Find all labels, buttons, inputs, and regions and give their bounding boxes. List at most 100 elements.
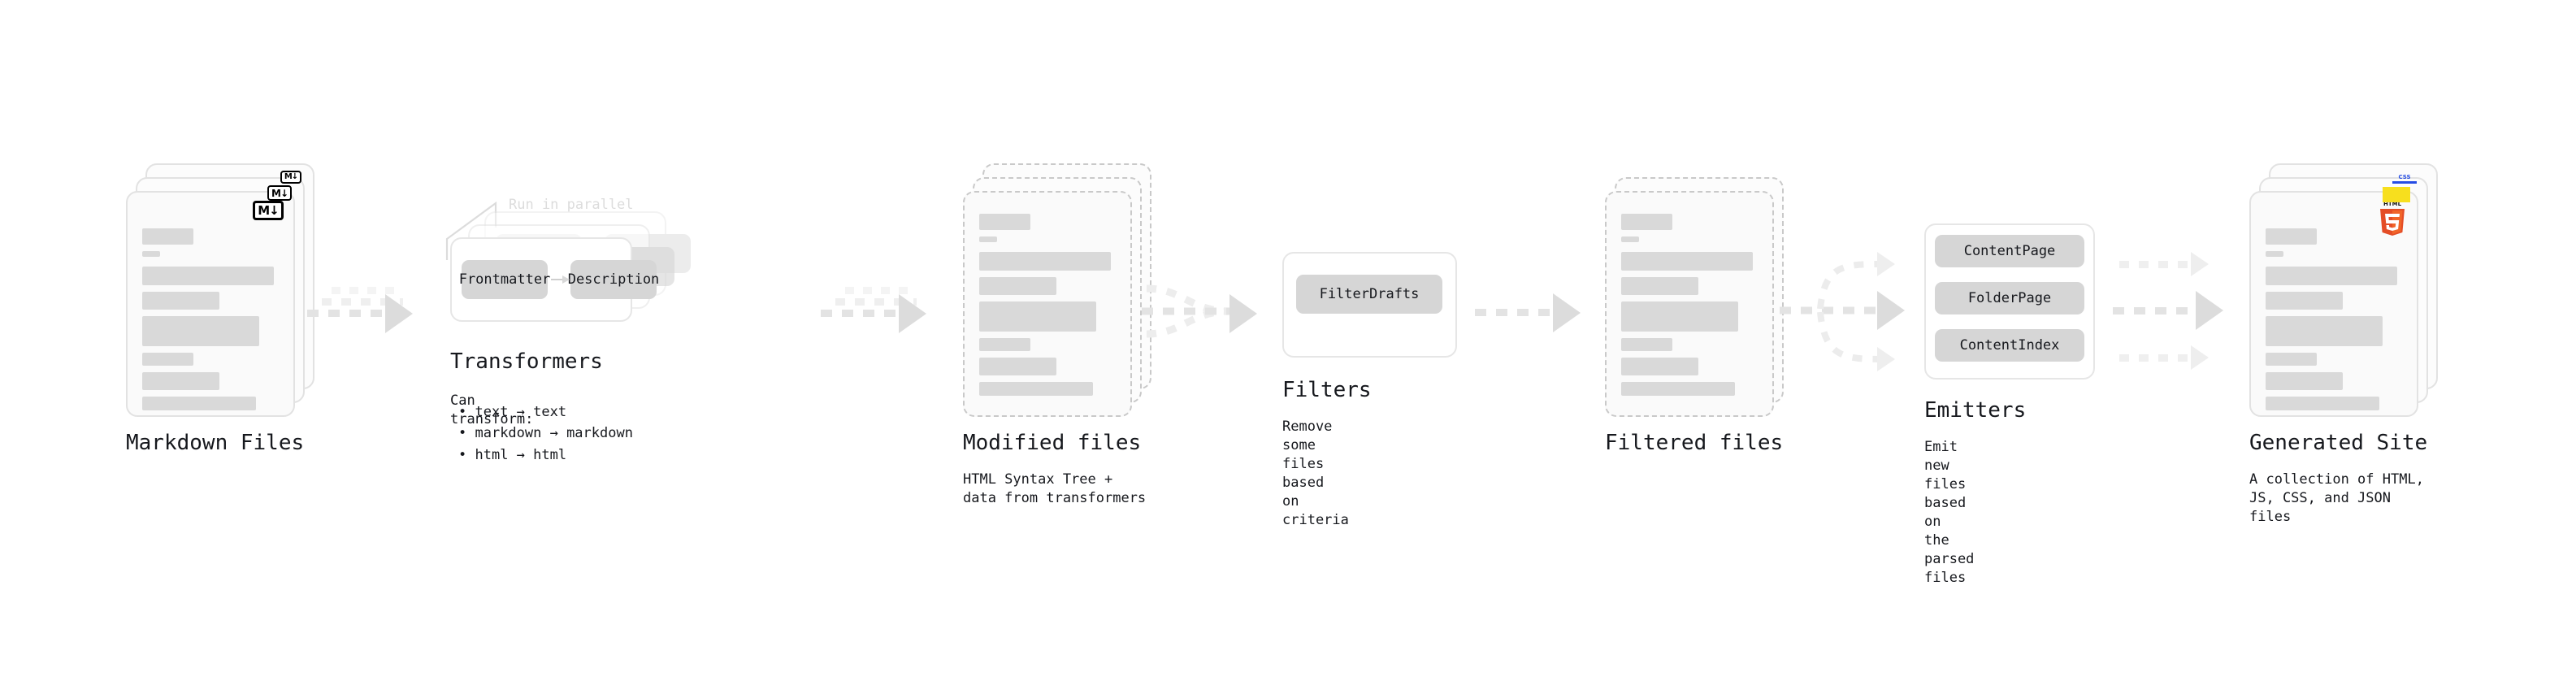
stage-title-emitters: Emitters (1924, 398, 2027, 423)
stage-modified-files: Modified files HTML Syntax Tree + data f… (963, 163, 1151, 506)
connector-arrow-1 (307, 280, 413, 337)
transformer-chip-frontmatter[interactable]: Frontmatter (459, 260, 550, 299)
modified-card-front (963, 191, 1132, 417)
filtered-card-stack (1605, 177, 1793, 419)
markdown-icon: M↓ (267, 185, 292, 201)
generated-card-content (2266, 228, 2404, 417)
bullet-item: • markdown → markdown (458, 425, 633, 442)
arrowhead (1553, 293, 1581, 332)
fanout-dashes (1780, 261, 1881, 362)
arrowhead (1877, 252, 1895, 276)
content-bar (2266, 292, 2343, 310)
content-bar (979, 338, 1030, 351)
content-bar (1621, 382, 1735, 396)
emitter-chip-contentindex[interactable]: ContentIndex (1935, 329, 2084, 362)
html5-icon: HTML (2380, 201, 2405, 236)
content-bar (2266, 251, 2283, 257)
arrowhead (385, 294, 413, 333)
filter-chip-filterdrafts[interactable]: FilterDrafts (1296, 275, 1442, 314)
content-bar (1621, 301, 1738, 332)
content-bar (979, 358, 1056, 375)
content-bar (1621, 236, 1639, 242)
connector-arrow-6 (2113, 237, 2259, 384)
content-bar (2266, 372, 2343, 390)
content-bar (979, 382, 1093, 396)
transform-bullet-list: • text → text • markdown → markdown • ht… (458, 401, 633, 466)
markdown-icon: M↓ (253, 201, 284, 220)
stage-title-modified-files: Modified files (963, 431, 1142, 455)
arrowhead (1877, 347, 1895, 371)
bullet-text: html → html (475, 446, 567, 463)
filtered-card-front (1605, 191, 1774, 417)
stage-markdown-files: M↓ M↓ M↓ Markdown Files (126, 163, 314, 455)
content-bar (142, 228, 193, 245)
content-bar (979, 277, 1056, 295)
content-bar (1621, 214, 1672, 230)
markdown-card-stack: M↓ M↓ M↓ (126, 163, 314, 419)
markdown-icon: M↓ (280, 171, 301, 184)
dash-segment (332, 287, 401, 294)
stage-desc-emitters: Emit new files based on the parsed files (1924, 439, 1975, 586)
stage-desc-transformers: Can transform: (450, 393, 534, 427)
content-bar (142, 372, 219, 390)
content-bar (979, 236, 997, 242)
dash-segment (835, 298, 917, 306)
markdown-card-content (142, 228, 280, 417)
connector-arrow-3 (1142, 280, 1272, 338)
stage-title-markdown-files: Markdown Files (126, 431, 305, 455)
content-bar (142, 316, 259, 346)
javascript-icon (2383, 187, 2410, 202)
content-bar (142, 251, 160, 257)
connector-arrow-4 (1475, 291, 1589, 332)
parallel-bracket (445, 201, 497, 260)
generated-card-stack: CSS HTML (2249, 163, 2438, 419)
bullet-text: text → text (475, 404, 567, 420)
dash-segment (1475, 309, 1564, 316)
modified-card-stack (963, 163, 1151, 419)
stage-title-filtered-files: Filtered files (1605, 431, 1784, 455)
content-bar (142, 353, 193, 366)
arrowhead (2191, 252, 2209, 276)
content-bar (1621, 338, 1672, 351)
content-bar (1621, 252, 1753, 271)
stage-title-transformers: Transformers (450, 349, 603, 374)
content-bar (2266, 267, 2397, 285)
modified-card-content (979, 214, 1117, 402)
bullet-text: markdown → markdown (475, 425, 633, 442)
stage-desc-filters: Remove some files based on criteria (1282, 419, 1349, 528)
filtered-card-content (1621, 214, 1759, 402)
stage-title-filters: Filters (1282, 378, 1372, 402)
stage-generated-site: CSS HTML (2249, 163, 2438, 525)
bullet-item: • text → text (458, 404, 567, 420)
css3-icon: CSS (2392, 172, 2417, 184)
content-bar (979, 301, 1096, 332)
emitter-chip-folderpage[interactable]: FolderPage (1935, 282, 2084, 314)
connector-arrow-2 (821, 280, 926, 337)
content-bar (1621, 277, 1698, 295)
dash-segment (322, 298, 403, 306)
content-bar (2266, 316, 2383, 346)
arrowhead (2196, 291, 2223, 330)
stage-filtered-files: Filtered files (1605, 177, 1793, 455)
emitter-chip-contentpage[interactable]: ContentPage (1935, 235, 2084, 267)
transformer-chip-description[interactable]: Description (568, 260, 659, 299)
dash-segment (2113, 307, 2201, 314)
arrowhead (2191, 345, 2209, 370)
stage-desc-generated-site: A collection of HTML, JS, CSS, and JSON … (2249, 471, 2424, 525)
content-bar (2266, 353, 2317, 366)
markdown-card-front: M↓ (126, 191, 295, 417)
content-bar (142, 397, 256, 410)
dash-segment (2119, 261, 2194, 268)
content-bar (142, 267, 274, 285)
svg-text:HTML: HTML (2383, 201, 2402, 207)
arrowhead (899, 294, 926, 333)
content-bar (1621, 358, 1698, 375)
content-bar (979, 214, 1030, 230)
dash-segment (2119, 354, 2194, 362)
bullet-item: • html → html (458, 446, 567, 463)
dash-segment (845, 287, 915, 294)
transformer-group-front[interactable]: Frontmatter Description (450, 237, 659, 322)
content-bar (2266, 228, 2317, 245)
chip-arrow (551, 275, 570, 284)
